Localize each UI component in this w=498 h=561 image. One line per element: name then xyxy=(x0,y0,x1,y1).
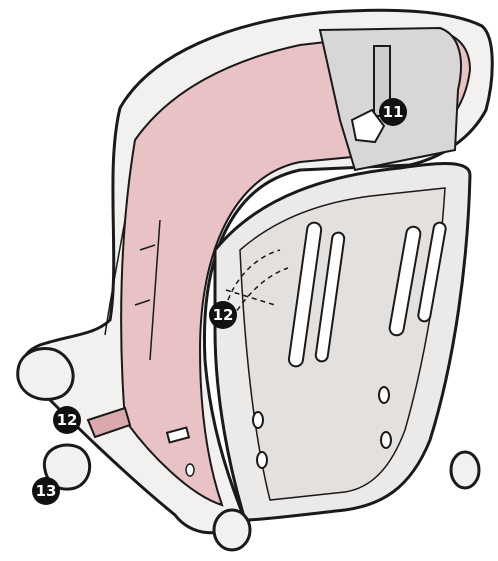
svg-text:13: 13 xyxy=(36,482,57,500)
callout-12-upper: 12 xyxy=(209,301,237,329)
svg-text:12: 12 xyxy=(57,411,78,429)
base-hole-3 xyxy=(379,387,389,403)
callout-11: 11 xyxy=(379,98,407,126)
rear-foot-left xyxy=(214,510,250,550)
svg-text:12: 12 xyxy=(213,306,234,324)
base-hole-1 xyxy=(253,412,263,428)
left-armrest-bump xyxy=(18,348,73,399)
callout-12-lower: 12 xyxy=(53,406,81,434)
callout-13: 13 xyxy=(32,477,60,505)
rear-foot-right xyxy=(451,452,479,488)
base-hole-4 xyxy=(381,432,391,448)
base-hole-5 xyxy=(186,464,194,476)
base-hole-2 xyxy=(257,452,267,468)
svg-text:11: 11 xyxy=(383,103,404,121)
